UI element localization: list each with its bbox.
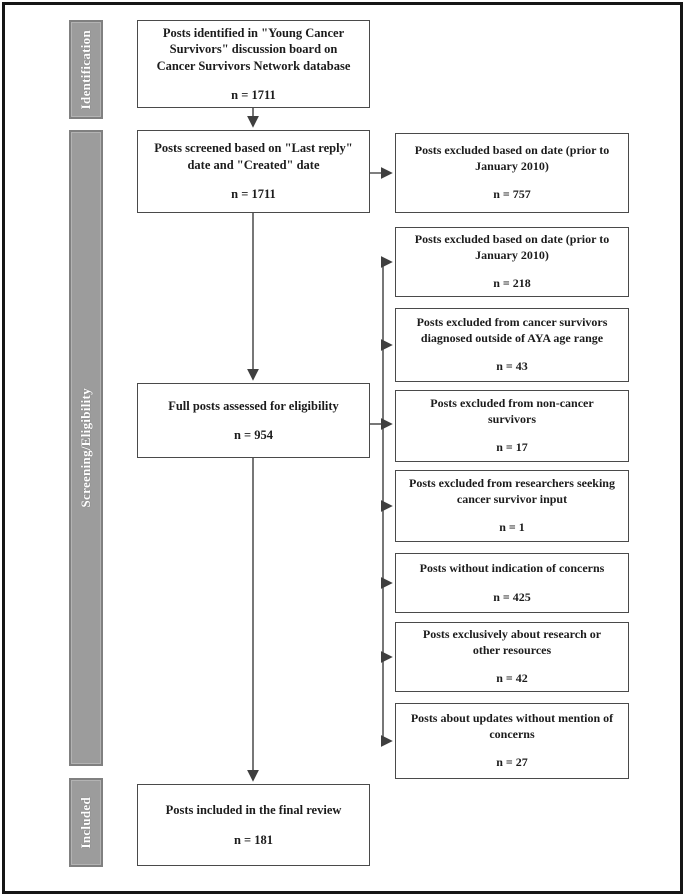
stage-label: Screening/Eligibility [78,388,93,508]
box-label: Posts excluded from researchers seeking … [409,476,615,506]
box-research-other-resources: Posts exclusively about research or othe… [395,622,629,692]
box-label: Posts excluded based on date (prior to J… [414,232,610,262]
box-full-posts-assessed: Full posts assessed for eligibility n = … [137,383,370,458]
box-no-indication-concerns: Posts without indication of concerns n =… [395,553,629,613]
box-excluded-date-757: Posts excluded based on date (prior to J… [395,133,629,213]
box-posts-identified: Posts identified in "Young Cancer Surviv… [137,20,370,108]
box-label: Posts excluded based on date (prior to J… [414,143,610,173]
box-excluded-non-cancer: Posts excluded from non-cancer survivors… [395,390,629,462]
box-count: n = 218 [493,276,531,291]
box-count: n = 954 [233,428,274,442]
box-posts-screened: Posts screened based on "Last reply" dat… [137,130,370,213]
box-count: n = 17 [496,440,528,455]
box-count: n = 181 [233,832,274,847]
box-count: n = 425 [493,589,531,604]
box-label: Posts included in the final review [165,803,342,817]
box-posts-included-final: Posts included in the final review n = 1… [137,784,370,866]
stage-bar-screening-eligibility: Screening/Eligibility [69,130,103,766]
box-label: Full posts assessed for eligibility [168,398,339,413]
box-count: n = 1711 [231,187,276,202]
box-label: Posts excluded from non-cancer survivors [430,396,594,426]
stage-label: Identification [78,29,93,110]
box-excluded-researchers: Posts excluded from researchers seeking … [395,470,629,542]
box-label: Posts without indication of concerns [419,560,605,575]
box-label: Posts identified in "Young Cancer Surviv… [156,25,351,73]
stage-bar-identification: Identification [69,20,103,119]
box-label: Posts screened based on "Last reply" dat… [154,141,353,172]
box-count: n = 43 [496,359,528,374]
stage-label: Included [78,796,93,849]
box-count: n = 27 [496,755,528,770]
box-count: n = 42 [496,671,528,686]
stage-bar-included: Included [69,778,103,867]
box-excluded-date-218: Posts excluded based on date (prior to J… [395,227,629,297]
box-label: Posts excluded from cancer survivors dia… [416,315,608,345]
box-label: Posts about updates without mention of c… [410,711,614,741]
box-label: Posts exclusively about research or othe… [422,627,602,657]
box-updates-without-concerns: Posts about updates without mention of c… [395,703,629,779]
box-excluded-outside-aya: Posts excluded from cancer survivors dia… [395,308,629,382]
box-count: n = 757 [493,187,531,202]
box-count: n = 1 [499,520,525,535]
box-count: n = 1711 [231,88,276,102]
